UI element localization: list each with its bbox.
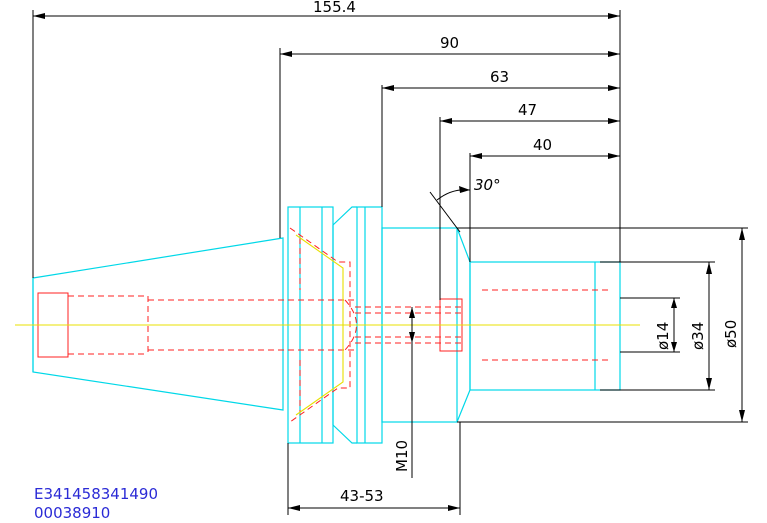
arrow xyxy=(608,51,620,57)
arrow xyxy=(280,51,292,57)
nose xyxy=(469,261,621,391)
arrow xyxy=(288,505,300,511)
dim-47: 47 xyxy=(518,101,537,119)
arrow xyxy=(706,378,712,390)
arrow xyxy=(739,228,745,240)
arrow xyxy=(470,153,482,159)
arrow xyxy=(739,410,745,422)
dim-90: 90 xyxy=(440,34,459,52)
v-groove-top xyxy=(332,206,357,226)
dim-overall-length: 155.4 xyxy=(313,0,356,16)
arrow xyxy=(608,13,620,19)
bore-end-arc xyxy=(344,299,357,351)
arrow xyxy=(608,118,620,124)
dim-dia14: ø14 xyxy=(654,322,672,350)
v-groove-bottom xyxy=(332,424,357,444)
angle-leader xyxy=(429,191,461,233)
dim-63: 63 xyxy=(490,68,509,86)
arrow xyxy=(33,13,45,19)
arrow xyxy=(409,332,415,343)
arrow xyxy=(706,262,712,274)
part-codes: E341458341490 00038910 xyxy=(34,485,158,522)
arrow xyxy=(459,186,470,193)
arrow xyxy=(409,307,415,318)
dimension-lines xyxy=(32,10,748,515)
taper-shank xyxy=(32,237,284,411)
dim-angle: 30° xyxy=(474,176,501,194)
arrow xyxy=(448,505,460,511)
part-code-line-2: 00038910 xyxy=(34,504,110,522)
dim-40: 40 xyxy=(533,136,552,154)
arrow xyxy=(608,153,620,159)
dim-dia50: ø50 xyxy=(722,320,740,348)
dim-thread: M10 xyxy=(393,440,411,472)
flange-coolant-path xyxy=(295,234,344,416)
arrow xyxy=(440,118,452,124)
dim-dia34: ø34 xyxy=(689,322,707,350)
arrow xyxy=(382,85,394,91)
dim-range: 43-53 xyxy=(340,487,384,505)
part-code-line-1: E341458341490 xyxy=(34,485,158,503)
center-lines xyxy=(15,234,640,416)
arrow xyxy=(608,85,620,91)
arrow xyxy=(671,342,677,352)
dimension-labels: 155.4 90 63 47 40 30° ø14 ø34 ø50 M10 43… xyxy=(313,0,740,505)
arrow xyxy=(671,298,677,308)
